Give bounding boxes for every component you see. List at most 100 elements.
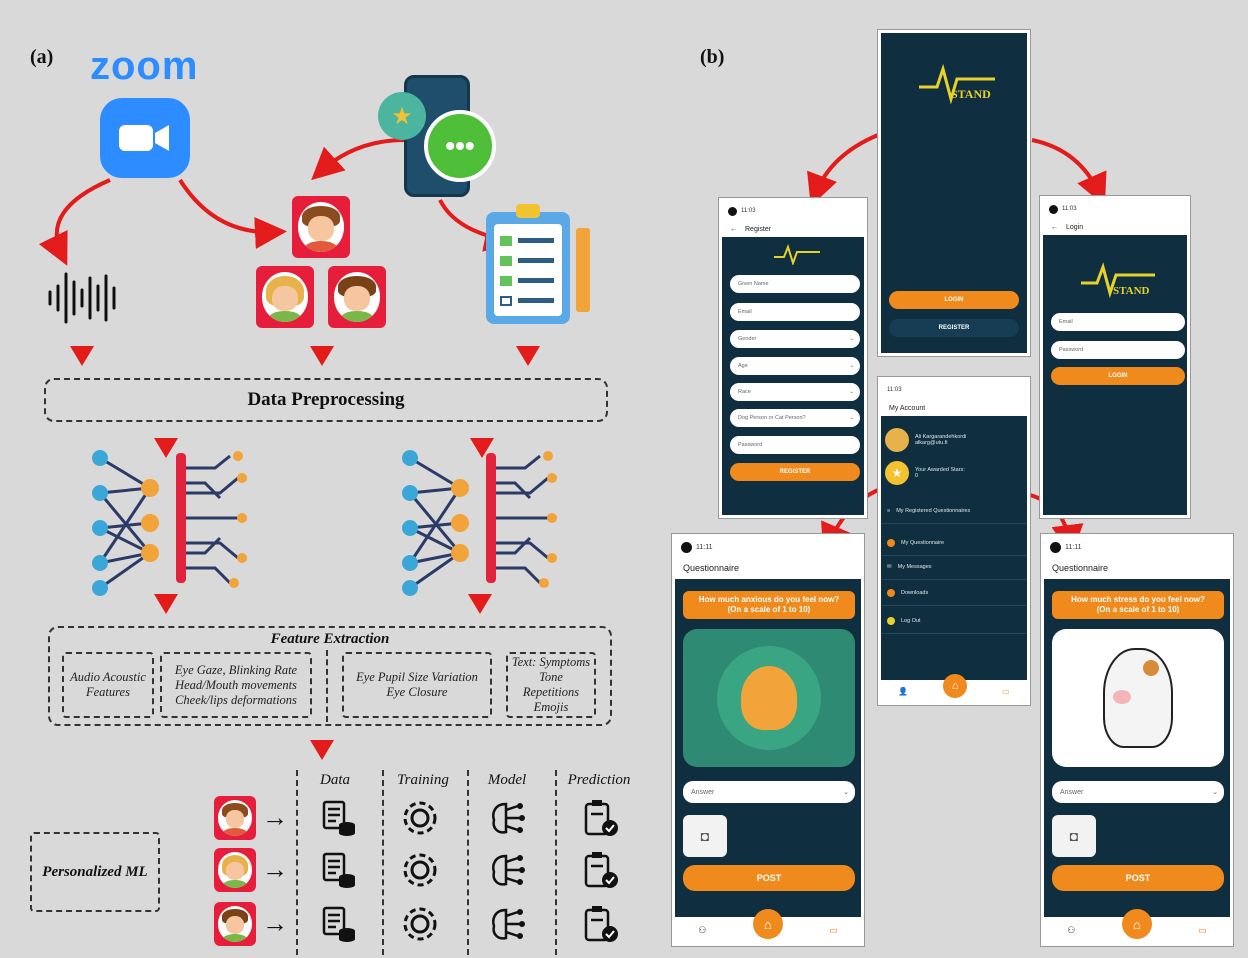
q2-post-button[interactable]: POST [1052,865,1224,891]
profile-nav-icon[interactable]: ⚇ [698,924,707,935]
email-field[interactable]: Email [730,303,860,321]
arrow-splash-login [1031,138,1107,206]
awarded-stars-row[interactable]: ★ Your Awarded Stars:0 [885,458,1025,488]
gender-select[interactable]: Gender⌄ [730,330,860,348]
q1-header: Questionnaire [675,557,861,579]
q1-answer-select[interactable]: Answer⌄ [683,781,855,803]
login-password-field[interactable]: Password [1051,341,1185,359]
splash-login-button[interactable]: LOGIN [889,291,1019,309]
home-nav-icon[interactable]: ⌂ [1121,909,1152,939]
stand-logo-text: STAND [1113,285,1150,297]
login-screen: 11:03 ← Login STAND Email Password LOGIN [1040,196,1190,518]
row-avatar-boy-2 [214,902,256,946]
text-features-box: Text: Symptoms Tone Repetitions Emojis [506,652,596,718]
audio-features-box: Audio Acoustic Features [62,652,154,718]
login-header: ← Login [1043,219,1187,235]
register-button[interactable]: REGISTER [730,463,860,481]
down-arrow-network-1 [154,438,178,458]
q2-answer-select[interactable]: Answer⌄ [1052,781,1224,803]
mail-icon: ✉ [887,563,892,570]
q1-title: Questionnaire [683,563,740,573]
download-icon [887,588,895,597]
questionnaire-anxiety-screen: 11:11 Questionnaire How much anxious do … [672,534,864,946]
my-messages-item[interactable]: ✉My Messages [881,554,1027,580]
pet-preference-select[interactable]: Dog Person or Cat Person?⌄ [730,409,860,427]
column-data-header: Data [320,772,350,788]
status-bar: 11:11 [675,537,861,557]
status-bar: 11:03 [1043,199,1187,219]
down-arrow-faces [310,346,334,366]
data-preprocessing-label: Data Preprocessing [247,389,405,410]
data-documents-icon [322,906,355,942]
given-name-field[interactable]: Given Name [730,275,860,293]
splash-register-button[interactable]: REGISTER [889,319,1019,337]
home-nav-icon[interactable]: ⌂ [943,674,968,698]
arrow-zoom-audio [38,178,111,266]
model-brain-icon [492,908,525,940]
back-arrow-icon[interactable]: ← [730,225,737,233]
right-arrow-icon: → [262,908,288,938]
account-title: My Account [889,404,926,412]
back-arrow-icon[interactable]: ← [1051,223,1058,231]
password-field[interactable]: Password [730,436,860,454]
questionnaire-clipboard-icon [486,204,570,324]
profile-nav-icon[interactable]: 👤 [898,686,909,696]
arrow-phone-faces [311,138,406,181]
model-brain-icon [492,854,525,886]
chat-bubble-icon: ••• [424,110,496,182]
down-arrow-audio [70,346,94,366]
registered-questionnaires-item[interactable]: ≡My Registered Questionnaires [881,498,1027,524]
cat-illustration [683,629,855,767]
register-title: Register [745,225,772,233]
right-arrow-icon: → [262,802,288,832]
row-avatar-girl [214,848,256,892]
q2-header: Questionnaire [1044,557,1230,579]
camera-icon[interactable]: ◘ [1052,815,1096,857]
messages-nav-icon[interactable]: ▭ [1002,686,1010,696]
zoom-wordmark: zoom [90,44,199,88]
messages-nav-icon[interactable]: ▭ [1198,924,1207,935]
prediction-clipboard-icon [584,906,618,942]
neural-network-icon-1 [92,450,247,596]
profile-nav-icon[interactable]: ⚇ [1067,924,1076,935]
age-select[interactable]: Age⌄ [730,357,860,375]
register-header: ← Register [722,221,864,237]
face-avatar-boy-2 [328,266,386,328]
facial-features-box: Eye Gaze, Blinking Rate Head/Mouth movem… [160,652,312,718]
training-gear-icon [403,907,437,941]
login-button[interactable]: LOGIN [1051,367,1185,385]
down-arrow-personalized [310,740,334,760]
personalized-rows: → → → [212,794,632,954]
face-avatar-boy [292,196,350,258]
status-bar: 11:11 [1044,537,1230,557]
camera-icon[interactable]: ◘ [683,815,727,857]
down-arrow-feature-2 [468,594,492,614]
feature-extraction-box: Feature Extraction Audio Acoustic Featur… [48,626,612,726]
logout-item[interactable]: Log Out [881,608,1027,634]
home-nav-icon[interactable]: ⌂ [752,909,783,939]
bottom-nav: ⚇ ⌂ ▭ [675,909,861,943]
data-preprocessing-box: Data Preprocessing [44,378,608,422]
panel-a-label: (a) [30,46,54,68]
downloads-item[interactable]: Downloads [881,580,1027,606]
column-model-header: Model [487,772,527,788]
messages-nav-icon[interactable]: ▭ [829,924,838,935]
column-divider-2 [382,770,384,955]
down-arrow-feature-1 [154,594,178,614]
feature-extraction-title: Feature Extraction [270,631,390,647]
login-title: Login [1066,223,1084,231]
splash-screen: STAND LOGIN REGISTER [878,30,1030,356]
q1-post-button[interactable]: POST [683,865,855,891]
questionnaire-icon [887,538,895,547]
q2-title: Questionnaire [1052,563,1109,573]
race-select[interactable]: Race⌄ [730,383,860,401]
stand-logo-icon [1081,262,1155,299]
my-questionnaire-item[interactable]: My Questionnaire [881,530,1027,556]
column-divider-4 [555,770,557,955]
down-arrow-network-2 [470,438,494,458]
login-email-field[interactable]: Email [1051,313,1185,331]
arrow-zoom-faces [178,178,287,249]
stress-question: How much stress do you feel now? (On a s… [1052,591,1224,619]
